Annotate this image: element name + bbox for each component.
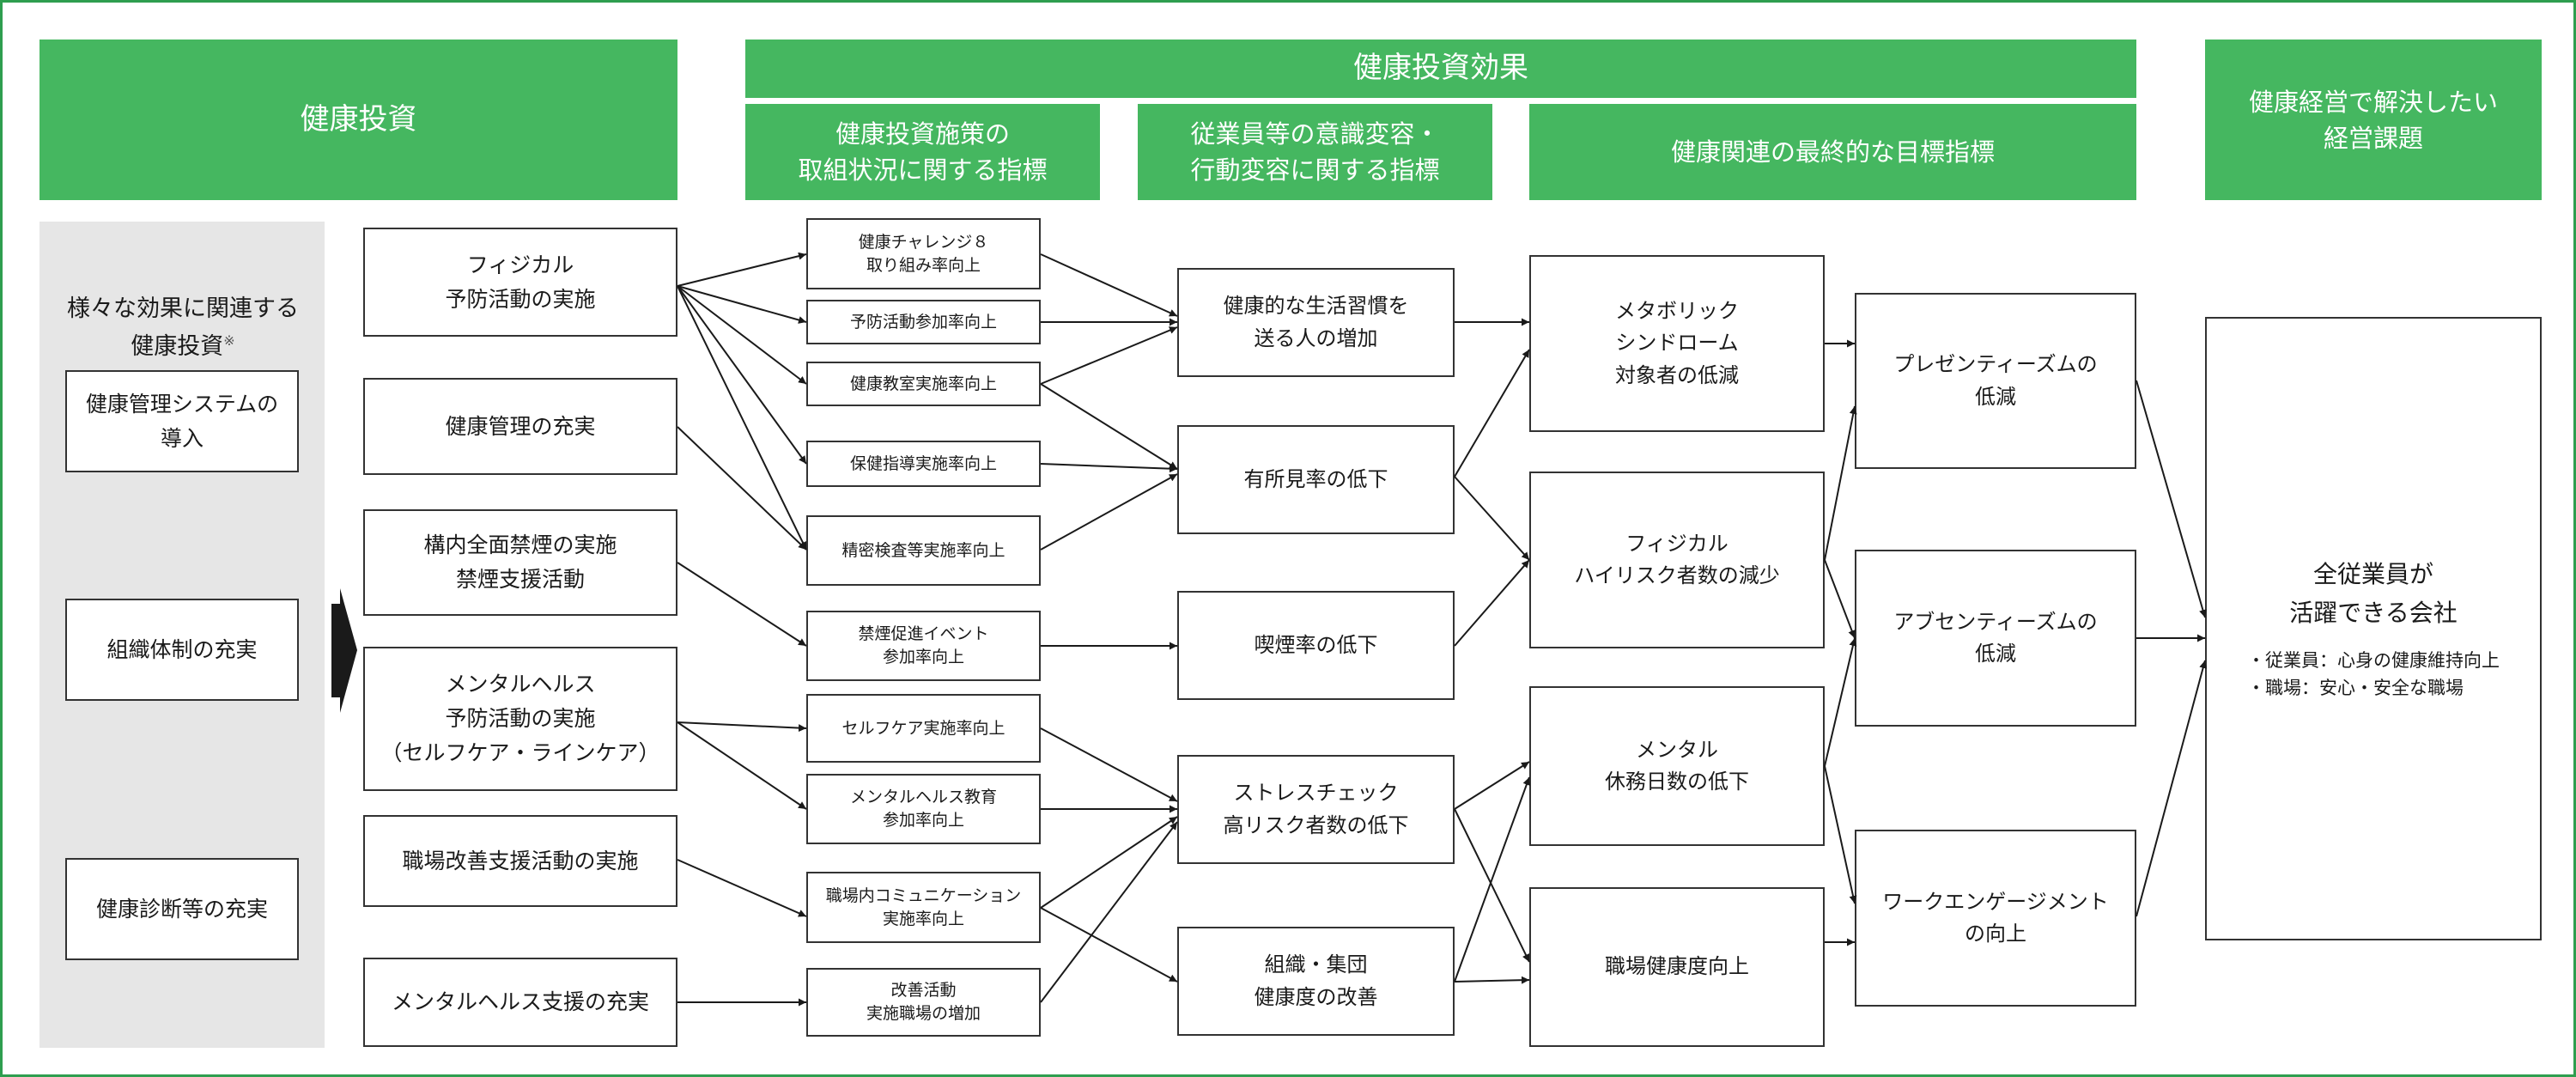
investment-health-management: 健康管理の充実	[363, 378, 677, 475]
awareness-smoking-rate: 喫煙率の低下	[1177, 591, 1455, 700]
final-mental-leave: メンタル 休務日数の低下	[1529, 686, 1825, 846]
investment-smoking: 構内全面禁煙の実施 禁煙支援活動	[363, 509, 677, 616]
awareness-organization-health: 組織・集団 健康度の改善	[1177, 927, 1455, 1036]
header-effect: 健康投資効果	[745, 40, 2136, 98]
investment-workplace-improvement: 職場改善支援活動の実施	[363, 815, 677, 907]
goal-bullet-workplace: ・職場：安心・安全な職場	[2247, 677, 2464, 698]
big-arrow-icon	[331, 588, 357, 713]
final-metabolic: メタボリック シンドローム 対象者の低減	[1529, 255, 1825, 432]
indicator-mental-education: メンタルヘルス教育 参加率向上	[806, 774, 1041, 844]
final-physical-highrisk: フィジカル ハイリスク者数の減少	[1529, 472, 1825, 648]
awareness-healthy-habits: 健康的な生活習慣を 送る人の増加	[1177, 268, 1455, 377]
goal-active-company: 全従業員が 活躍できる会社 ・従業員：心身の健康維持向上 ・職場：安心・安全な職…	[2205, 317, 2542, 940]
header-indicator: 健康投資施策の 取組状況に関する指標	[745, 104, 1100, 200]
indicator-detailed-exam: 精密検査等実施率向上	[806, 515, 1041, 586]
header-awareness: 従業員等の意識変容・ 行動変容に関する指標	[1138, 104, 1492, 200]
awareness-finding-rate: 有所見率の低下	[1177, 425, 1455, 534]
final-workplace-health: 職場健康度向上	[1529, 887, 1825, 1047]
goal-bullets: ・従業員：心身の健康維持向上 ・職場：安心・安全な職場	[2247, 648, 2500, 702]
indicator-selfcare: セルフケア実施率向上	[806, 694, 1041, 763]
header-investment: 健康投資	[39, 40, 677, 200]
indicator-prevention-participation: 予防活動参加率向上	[806, 300, 1041, 344]
indicator-communication: 職場内コミュニケーション 実施率向上	[806, 872, 1041, 943]
investment-mental-prevention: メンタルヘルス 予防活動の実施 （セルフケア・ラインケア）	[363, 647, 677, 791]
indicator-health-class: 健康教室実施率向上	[806, 362, 1041, 406]
final-absenteeism: アブセンティーズムの 低減	[1855, 550, 2136, 727]
connector-arrows	[677, 252, 2208, 1007]
goal-title: 全従業員が 活躍できる会社	[2289, 559, 2458, 627]
investment-mental-support: メンタルヘルス支援の充実	[363, 958, 677, 1047]
left-item-checkup: 健康診断等の充実	[65, 858, 299, 960]
header-final-goal: 健康関連の最終的な目標指標	[1529, 104, 2136, 200]
final-work-engagement: ワークエンゲージメント の向上	[1855, 830, 2136, 1007]
left-item-system: 健康管理システムの 導入	[65, 370, 299, 472]
goal-bullet-employee: ・従業員：心身の健康維持向上	[2247, 650, 2500, 672]
final-presenteeism: プレゼンティーズムの 低減	[1855, 293, 2136, 469]
awareness-stress-check: ストレスチェック 高リスク者数の低下	[1177, 755, 1455, 864]
left-panel-title: 様々な効果に関連する 健康投資※	[39, 252, 327, 367]
indicator-improvement-activity: 改善活動 実施職場の増加	[806, 968, 1041, 1037]
left-panel-title-text: 様々な効果に関連する 健康投資	[67, 295, 299, 361]
indicator-challenge8: 健康チャレンジ８ 取り組み率向上	[806, 218, 1041, 289]
footnote-mark: ※	[223, 332, 235, 350]
investment-physical-prevention: フィジカル 予防活動の実施	[363, 228, 677, 337]
indicator-smoking-event: 禁煙促進イベント 参加率向上	[806, 611, 1041, 681]
indicator-health-guidance: 保健指導実施率向上	[806, 441, 1041, 487]
left-item-organization: 組織体制の充実	[65, 599, 299, 701]
header-management-issues: 健康経営で解決したい 経営課題	[2205, 40, 2542, 200]
